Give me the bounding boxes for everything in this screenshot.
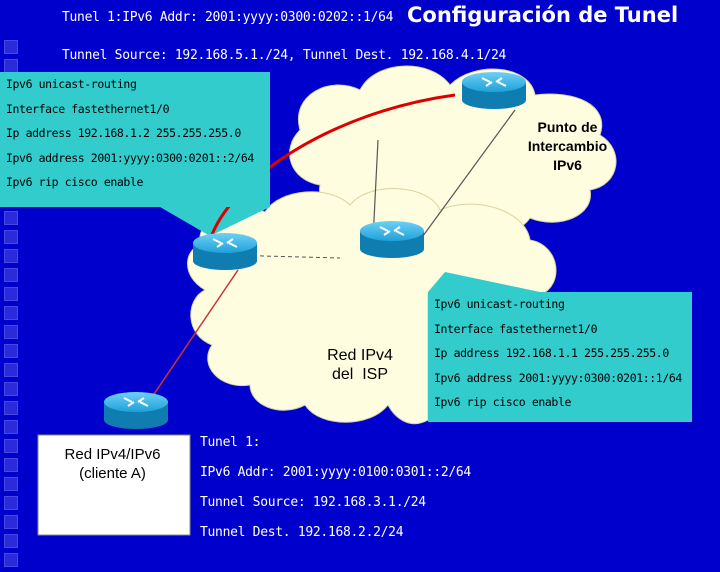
right-router-config: Ipv6 unicast-routing Interface fastether…	[428, 292, 692, 422]
network-diagram	[37, 65, 617, 536]
config-line: Interface fastethernet1/0	[6, 101, 170, 116]
left-router-config: Ipv6 unicast-routing Interface fastether…	[0, 72, 270, 207]
isp-label-line: Red IPv4	[327, 347, 393, 364]
exchange-label-line: Intercambio	[527, 138, 608, 154]
client-label-line: Red IPv4/IPv6	[64, 446, 161, 463]
client-network-box	[37, 434, 191, 536]
config-line: Ip address 192.168.1.2 255.255.255.0	[6, 126, 241, 140]
config-line: Ipv6 address 2001:yyyy:0300:0201::2/64	[6, 150, 254, 165]
isp-network-label: Red IPv4 del ISP	[300, 346, 420, 384]
config-line: Ipv6 rip cisco enable	[6, 175, 143, 189]
tunnel-addr-header: Tunel 1:IPv6 Addr: 2001:yyyy:0300:0202::…	[62, 10, 394, 25]
tunnel-link	[208, 93, 456, 241]
router-client-icon	[104, 392, 168, 429]
router-isp-right-icon	[360, 221, 424, 258]
config-line: Ipv6 rip cisco enable	[434, 395, 571, 409]
client-network-label: Red IPv4/IPv6 (cliente A)	[40, 445, 185, 483]
router-isp-left-icon	[193, 233, 257, 270]
tunnel-line: Tunnel Source: 192.168.3.1./24	[200, 495, 426, 510]
exchange-point-label: Punto de Intercambio IPv6	[500, 118, 635, 175]
isp-label-line: del ISP	[331, 366, 389, 383]
tunnel-line: Tunel 1:	[200, 435, 261, 450]
config-line: Interface fastethernet1/0	[434, 321, 598, 336]
tunnel-source-dest-header: Tunnel Source: 192.168.5.1./24, Tunnel D…	[62, 48, 507, 63]
config-line: Ip address 192.168.1.1 255.255.255.0	[434, 346, 669, 360]
exchange-label-line: IPv6	[553, 157, 582, 173]
page-title: Configuración de Tunel	[407, 3, 679, 27]
link-left-router-to-isp	[224, 254, 341, 259]
exchange-label-line: Punto de	[537, 119, 598, 135]
right-callout-pointer	[428, 272, 540, 292]
isp-cloud	[187, 188, 557, 425]
link-left-router-to-client	[149, 269, 239, 401]
client-label-line: (cliente A)	[79, 465, 146, 482]
config-line: Ipv6 unicast-routing	[6, 77, 137, 91]
left-callout-pointer	[160, 207, 270, 236]
config-line: Ipv6 address 2001:yyyy:0300:0201::1/64	[434, 370, 682, 385]
config-line: Ipv6 unicast-routing	[434, 297, 565, 311]
router-exchange-icon	[462, 72, 526, 109]
tunnel-config-text: Tunel 1: IPv6 Addr: 2001:yyyy:0100:0301:…	[200, 428, 471, 548]
link-exchange-to-isp-right	[419, 109, 516, 241]
tunnel-line: IPv6 Addr: 2001:yyyy:0100:0301::2/64	[200, 465, 471, 480]
tunnel-line: Tunnel Dest. 192.168.2.2/24	[200, 525, 404, 540]
